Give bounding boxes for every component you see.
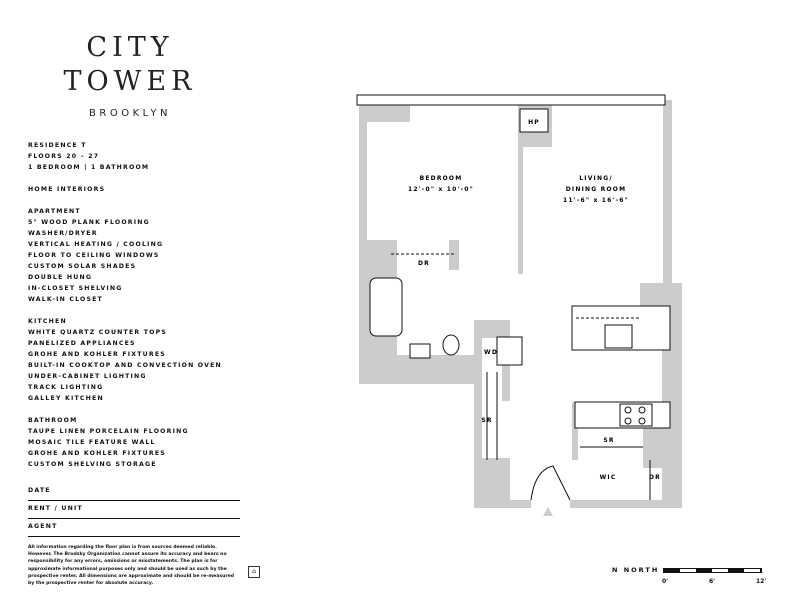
spec-item: WASHER/DRYER xyxy=(28,230,98,237)
bedroom-label: BEDROOM xyxy=(420,175,463,182)
spec-item: BUILT-IN COOKTOP AND CONVECTION OVEN xyxy=(28,362,222,369)
spec-item: FLOOR TO CEILING WINDOWS xyxy=(28,252,160,259)
scale-tick-12: 12' xyxy=(756,578,767,585)
spec-item: TAUPE LINEN PORCELAIN FLOORING xyxy=(28,428,189,435)
section-heading: BATHROOM xyxy=(28,417,78,424)
logo-city: CITY xyxy=(86,32,174,63)
spec-item: VERTICAL HEATING / COOLING xyxy=(28,241,164,248)
disclaimer: All information regarding the floor plan… xyxy=(28,545,235,587)
washer-dryer xyxy=(496,336,523,366)
living-label-1: LIVING/ xyxy=(579,175,612,182)
section-heading: APARTMENT xyxy=(28,208,81,215)
scale-bar xyxy=(663,568,762,573)
spec-item: CUSTOM SHELVING STORAGE xyxy=(28,461,157,468)
spec-item: MOSAIC TILE FEATURE WALL xyxy=(28,439,156,446)
spec-item: GALLEY KITCHEN xyxy=(28,395,104,402)
logo-tower: TOWER xyxy=(63,66,197,97)
spec-item: PANELIZED APPLIANCES xyxy=(28,340,136,347)
rent-label: RENT / UNIT xyxy=(28,505,83,512)
logo-brooklyn: BROOKLYN xyxy=(89,108,171,119)
toilet xyxy=(442,334,460,356)
spec-item: CUSTOM SOLAR SHADES xyxy=(28,263,137,270)
hp-label: HP xyxy=(528,119,540,126)
spec-item: TRACK LIGHTING xyxy=(28,384,104,391)
dr-label: DR xyxy=(418,260,430,267)
living-dims: 11'-6" x 16'-6" xyxy=(563,197,629,204)
residence-floors: FLOORS 20 – 27 xyxy=(28,153,100,160)
spec-item: 5" WOOD PLANK FLOORING xyxy=(28,219,150,226)
spec-item: WHITE QUARTZ COUNTER TOPS xyxy=(28,329,167,336)
entry-marker xyxy=(543,507,553,516)
equal-housing-icon: ⌂ xyxy=(248,566,260,578)
residence-name: RESIDENCE T xyxy=(28,142,87,149)
home-interiors-heading: HOME INTERIORS xyxy=(28,186,106,193)
hp-unit xyxy=(519,108,549,133)
bathtub xyxy=(369,277,403,337)
cooktop xyxy=(619,403,653,427)
section-heading: KITCHEN xyxy=(28,318,67,325)
sr-label-2: SR xyxy=(603,437,614,444)
date-field[interactable]: DATE xyxy=(28,487,240,501)
wic-label: WIC xyxy=(600,474,617,481)
sr-label: SR xyxy=(481,417,492,424)
spec-item: IN-CLOSET SHELVING xyxy=(28,285,123,292)
bedroom-dims: 12'-0" x 10'-0" xyxy=(408,186,474,193)
date-label: DATE xyxy=(28,487,51,494)
scale-tick-0: 0' xyxy=(662,578,669,585)
kitchen-sink xyxy=(604,324,633,349)
agent-field[interactable]: AGENT xyxy=(28,523,240,537)
rent-field[interactable]: RENT / UNIT xyxy=(28,505,240,519)
sink xyxy=(409,343,431,359)
residence-layout: 1 BEDROOM | 1 BATHROOM xyxy=(28,164,150,171)
spec-item: GROHE AND KOHLER FIXTURES xyxy=(28,450,166,457)
spec-item: GROHE AND KOHLER FIXTURES xyxy=(28,351,166,358)
spec-item: DOUBLE HUNG xyxy=(28,274,93,281)
dr-label-2: DR xyxy=(649,474,661,481)
scale-tick-6: 6' xyxy=(709,578,716,585)
north-indicator: N NORTH xyxy=(612,566,660,574)
agent-label: AGENT xyxy=(28,523,58,530)
spec-item: WALK-IN CLOSET xyxy=(28,296,103,303)
spec-item: UNDER-CABINET LIGHTING xyxy=(28,373,147,380)
walls xyxy=(359,100,682,508)
wd-label: WD xyxy=(484,349,498,356)
living-label-2: DINING ROOM xyxy=(566,186,627,193)
